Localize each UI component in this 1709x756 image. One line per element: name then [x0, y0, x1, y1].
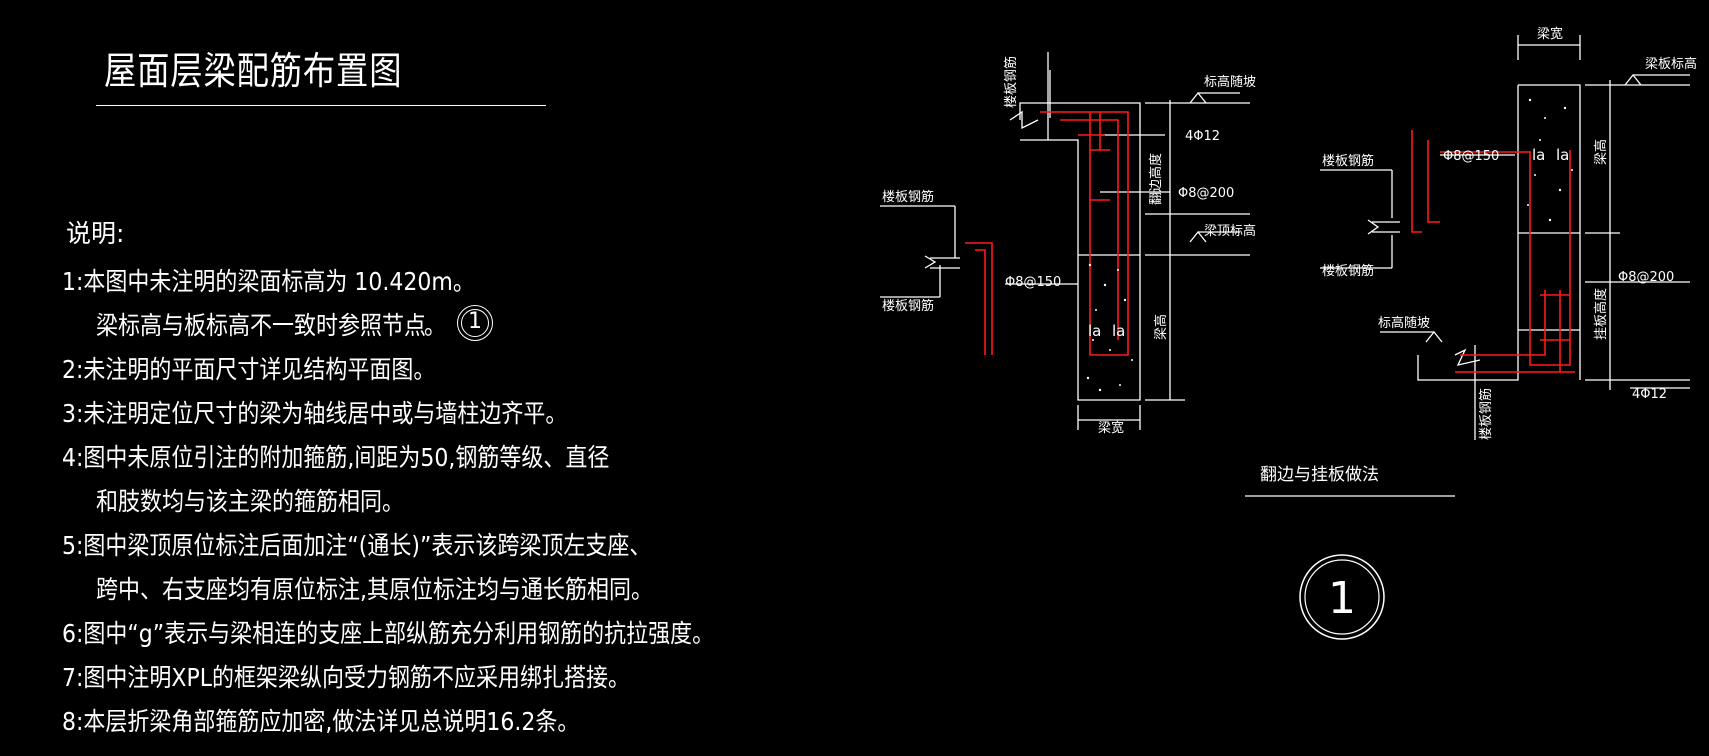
left-beam-height-label: 梁高: [1153, 314, 1169, 340]
note-4-continued: 和肢数均与该主梁的箍筋相同。: [96, 487, 405, 516]
right-detail: [1320, 35, 1690, 440]
left-stirrup-label: Φ8@200: [1178, 186, 1234, 201]
left-flange-inner: [1020, 139, 1079, 255]
left-slab-elevation-label: 标高随坡: [1204, 74, 1256, 90]
left-concrete-hatch: [1086, 263, 1133, 392]
note-8: 8:本层折梁角部箍筋应加密,做法详见总说明16.2条。: [62, 707, 580, 736]
note-1-continued: 梁标高与板标高不一致时参照节点: [96, 311, 427, 340]
left-beam-top-elevation-label: 梁顶标高: [1204, 223, 1256, 239]
left-slab-rebar-lower-label: 楼板钢筋: [882, 298, 934, 314]
detail-reference-number: 1: [1328, 573, 1356, 624]
right-slab-rebar-vertical-label: 楼板钢筋: [1478, 388, 1494, 440]
right-hanging-height-label: 挂板高度: [1593, 288, 1609, 340]
right-4phi12-label: 4Φ12: [1632, 387, 1667, 402]
right-slab-elevation-label: 标高随坡: [1378, 315, 1430, 331]
right-la-2-label: la: [1556, 146, 1569, 164]
note-1-period: 。: [424, 311, 447, 340]
left-labels: 楼板钢筋 标高随坡 4Φ12 翻边高度 Φ8@200 梁顶标高 楼板钢筋 楼板钢…: [882, 56, 1256, 436]
right-phi8-150-label: Φ8@150: [1443, 149, 1499, 164]
left-la-2-label: la: [1112, 322, 1125, 340]
left-slab-rebar-upper-label: 楼板钢筋: [882, 189, 934, 205]
right-slab-rebar-lower-label: 楼板钢筋: [1322, 263, 1374, 279]
left-4phi12-label: 4Φ12: [1185, 129, 1220, 144]
left-detail: [880, 52, 1250, 430]
note-6: 6:图中“g”表示与梁相连的支座上部纵筋充分利用钢筋的抗拉强度。: [62, 619, 715, 648]
right-rebar: [1411, 130, 1575, 373]
note-5: 5:图中梁顶原位标注后面加注“(通长)”表示该跨梁顶左支座、: [62, 531, 652, 560]
right-slab-bottom-elevation-label: 梁板标高: [1645, 56, 1697, 72]
right-labels: 梁宽 梁板标高 Φ8@150 la la 梁高 楼板钢筋 楼板钢筋 Φ8@200…: [1322, 26, 1697, 440]
note-1: 1:本图中未注明的梁面标高为 10.420m。: [62, 267, 475, 296]
detail-caption: 翻边与挂板做法: [1260, 465, 1379, 485]
right-la-1-label: la: [1532, 146, 1545, 164]
left-break-line: [1009, 70, 1051, 130]
right-stirrup-label: Φ8@200: [1618, 270, 1674, 285]
notes-heading: 说明:: [66, 219, 125, 248]
left-la-1-label: la: [1088, 322, 1101, 340]
left-phi8-150-label: Φ8@150: [1005, 275, 1061, 290]
right-concrete-hatch: [1527, 98, 1573, 222]
detail-reference-circle: 1: [1299, 554, 1385, 640]
left-rebar: [965, 111, 1129, 356]
right-beam-height-label: 梁高: [1593, 139, 1609, 165]
right-slab-rebar-upper-label: 楼板钢筋: [1322, 153, 1374, 169]
left-beam-width-label: 梁宽: [1098, 420, 1124, 436]
drawing-title: 屋面层梁配筋布置图: [104, 49, 403, 93]
note-3: 3:未注明定位尺寸的梁为轴线居中或与墙柱边齐平。: [62, 399, 568, 428]
left-beam-outline: [1019, 102, 1141, 401]
left-slab-rebar-vertical-label: 楼板钢筋: [1003, 56, 1019, 108]
right-beam-width-label: 梁宽: [1537, 26, 1563, 42]
note-5-continued: 跨中、右支座均有原位标注,其原位标注均与通长筋相同。: [96, 575, 653, 604]
note-7: 7:图中注明XPL的框架梁纵向受力钢筋不应采用绑扎搭接。: [62, 663, 631, 692]
title-underline: [96, 105, 546, 106]
node-reference-number: 1: [468, 309, 482, 334]
note-4: 4:图中未原位引注的附加箍筋,间距为50,钢筋等级、直径: [62, 443, 610, 472]
node-reference-circle: 1: [457, 305, 493, 341]
left-flange-height-label: 翻边高度: [1148, 153, 1164, 205]
note-2: 2:未注明的平面尺寸详见结构平面图。: [62, 355, 436, 384]
